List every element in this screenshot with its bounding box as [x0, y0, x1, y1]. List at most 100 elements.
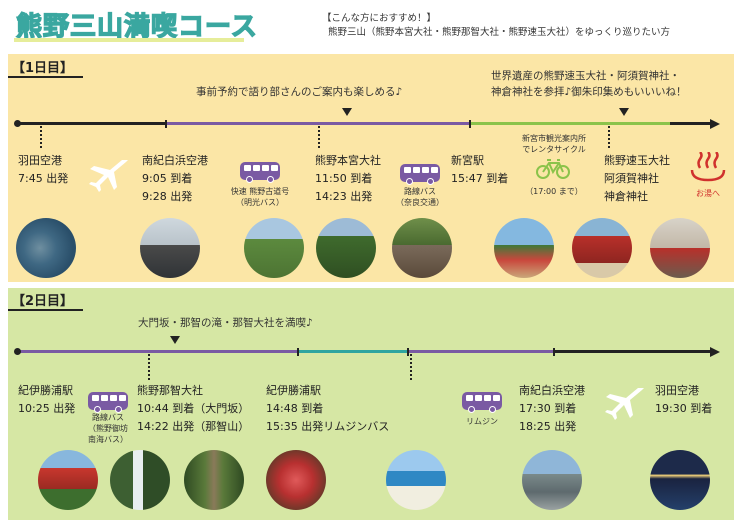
bus-caption-line: （熊野御坊 — [88, 424, 128, 433]
stop-time: 18:25 出発 — [519, 420, 577, 433]
photo-hongu-taisha — [316, 218, 376, 278]
photo-asuka-shrine — [572, 218, 632, 278]
stop-name: 紀伊勝浦駅 — [266, 384, 321, 397]
photo-nachi-waterfall — [110, 450, 170, 510]
stop-time: 10:44 到着（大門坂） — [137, 402, 250, 415]
day1-label: 【1日目】 — [12, 61, 74, 76]
stop-time: 15:47 到着 — [451, 172, 509, 185]
day1-note-center: 事前予約で語り部さんのご案内も楽しめる♪ — [196, 86, 403, 98]
stop-katsuura-1: 紀伊勝浦駅 10:25 出発 — [18, 382, 75, 418]
timeline-tick — [553, 348, 555, 356]
bus-icon — [240, 162, 280, 183]
stop-name: 神倉神社 — [604, 190, 648, 203]
stop-name: 南紀白浜空港 — [519, 384, 585, 397]
stop-name: 羽田空港 — [18, 154, 62, 167]
stop-name: 熊野那智大社 — [137, 384, 203, 397]
onsen-caption: お湯へ — [696, 189, 720, 198]
stop-name: 熊野本宮大社 — [315, 154, 381, 167]
photo-kamikura-shrine — [650, 218, 710, 278]
day1-label-underline — [8, 76, 83, 78]
bus1-caption: 快速 熊野古道号 （明光バス） — [222, 186, 298, 208]
timeline-tick — [469, 120, 471, 128]
stop-name: 南紀白浜空港 — [142, 154, 208, 167]
stop-time: 14:48 到着 — [266, 402, 324, 415]
stop-time: 9:05 到着 — [142, 172, 193, 185]
stop-nachi-taisha: 熊野那智大社 10:44 到着（大門坂） 14:22 出発（那智山） — [137, 382, 249, 436]
page-title: 熊野三山満喫コース — [15, 11, 258, 42]
timeline-flight — [16, 122, 166, 125]
day1-note-right-line1: 世界遺産の熊野速玉大社・阿須賀神社・ — [491, 70, 680, 82]
stop-time: 14:23 出発 — [315, 190, 373, 203]
stop-haneda: 羽田空港 7:45 出発 — [18, 152, 68, 188]
stop-haneda-airport: 羽田空港 19:30 到着 — [655, 382, 712, 418]
timeline-end — [670, 122, 710, 125]
timeline-tick — [165, 120, 167, 128]
stop-hongu: 熊野本宮大社 11:50 到着 14:23 出発 — [315, 152, 381, 206]
timeline-marker — [342, 108, 352, 116]
timeline-limousine — [408, 350, 554, 353]
photo-beach — [386, 450, 446, 510]
stop-hayatama: 熊野速玉大社 阿須賀神社 神倉神社 — [604, 152, 670, 206]
stop-name: 新宮駅 — [451, 154, 484, 167]
day2-note-center: 大門坂・那智の滝・那智大社を満喫♪ — [138, 317, 313, 329]
stop-shirahama-airport: 南紀白浜空港 17:30 到着 18:25 出発 — [519, 382, 585, 436]
hot-spring-icon — [690, 152, 726, 182]
timeline-arrowhead — [710, 118, 720, 129]
stop-time: 17:30 到着 — [519, 402, 577, 415]
timeline-bike — [470, 122, 670, 125]
bus-caption-line: 路線バス — [92, 413, 124, 422]
stop-shirahama: 南紀白浜空港 9:05 到着 9:28 出発 — [142, 152, 208, 206]
stop-time: 10:25 出発 — [18, 402, 76, 415]
bike-caption-line: 新宮市観光案内所 — [522, 134, 586, 143]
timeline-dash — [40, 126, 42, 148]
bicycle-icon — [536, 159, 570, 179]
stop-name: 羽田空港 — [655, 384, 699, 397]
timeline-dash — [148, 354, 150, 380]
timeline-marker — [619, 108, 629, 116]
limousine-caption: リムジン — [466, 417, 498, 426]
timeline-tick — [297, 348, 299, 356]
photo-hayatama-shrine — [494, 218, 554, 278]
stop-name: 熊野速玉大社 — [604, 154, 670, 167]
bus-caption-line: （明光バス） — [236, 198, 284, 207]
timeline-dash — [608, 126, 610, 148]
photo-night-airport — [650, 450, 710, 510]
photo-torii-gate — [244, 218, 304, 278]
timeline-arrowhead — [710, 346, 720, 357]
recommend-heading: 【こんな方におすすめ！】 — [322, 13, 437, 24]
bus-caption-line: 快速 熊野古道号 — [230, 187, 290, 196]
day2-label-underline — [8, 309, 83, 311]
timeline-walk — [298, 350, 408, 353]
stop-time: 14:22 出発（那智山） — [137, 420, 250, 433]
day2-bus-caption: 路線バス （熊野御坊 南海バス） — [76, 412, 140, 445]
timeline-dash — [318, 126, 320, 148]
timeline-bus — [16, 350, 298, 353]
photo-pagoda — [38, 450, 98, 510]
recommend-text: 熊野三山（熊野本宮大社・熊野那智大社・熊野速玉大社）をゆっくり巡りたい方 — [328, 27, 671, 38]
timeline-dash — [410, 354, 412, 380]
photo-tuna-sashimi — [266, 450, 326, 510]
stop-time: 7:45 出発 — [18, 172, 69, 185]
day1-note-right-line2: 神倉神社を参拝♪御朱印集めもいいいね！ — [491, 86, 687, 98]
stop-shingu: 新宮駅 15:47 到着 — [451, 152, 508, 188]
photo-daimonzaka — [184, 450, 244, 510]
bus-icon — [400, 164, 440, 185]
photo-haneda-airport — [16, 218, 76, 278]
timeline-start-dot — [14, 120, 21, 127]
bus-caption-line: 路線バス — [404, 187, 436, 196]
stop-katsuura-2: 紀伊勝浦駅 14:48 到着 15:35 出発リムジンバス — [266, 382, 389, 436]
bus-caption-line: （奈良交通） — [396, 198, 444, 207]
timeline-marker — [170, 336, 180, 344]
photo-shrine-building — [392, 218, 452, 278]
stop-time: 9:28 出発 — [142, 190, 193, 203]
bike-caption-line: でレンタサイクル — [522, 145, 586, 154]
stop-name: 紀伊勝浦駅 — [18, 384, 73, 397]
photo-shirahama-airport — [140, 218, 200, 278]
timeline-tick — [407, 348, 409, 356]
photo-airport-runway — [522, 450, 582, 510]
stop-time: 19:30 到着 — [655, 402, 713, 415]
airplane-icon — [89, 160, 128, 192]
bike-caption-bottom: （17:00 まで） — [525, 187, 583, 196]
bus2-caption: 路線バス （奈良交通） — [388, 186, 452, 208]
bus-caption-line: 南海バス） — [88, 435, 128, 444]
